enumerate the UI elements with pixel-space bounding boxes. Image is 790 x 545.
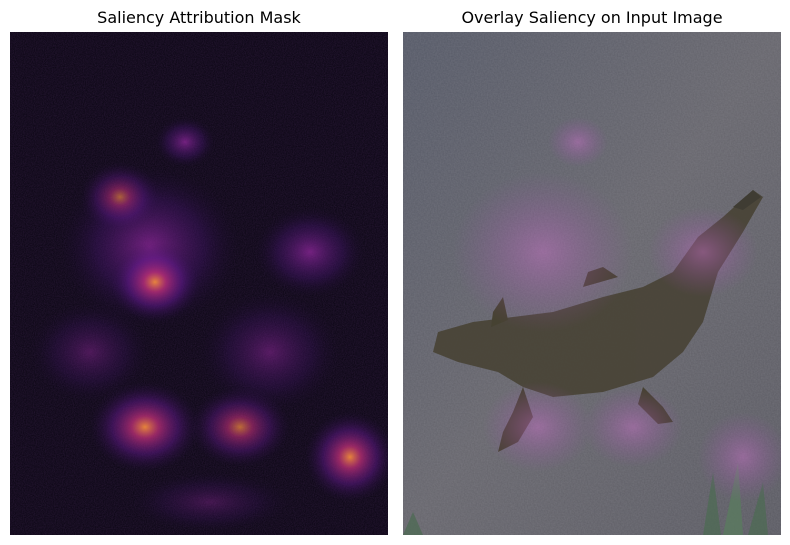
saliency-heatmap — [10, 32, 388, 535]
saliency-overlay — [453, 117, 781, 502]
left-panel-title: Saliency Attribution Mask — [97, 8, 301, 27]
overlay-image — [403, 32, 781, 535]
right-panel-title: Overlay Saliency on Input Image — [461, 8, 723, 27]
saliency-hotspots — [30, 117, 388, 532]
crocodile-photo — [403, 32, 781, 535]
saliency-mask-image — [10, 32, 388, 535]
